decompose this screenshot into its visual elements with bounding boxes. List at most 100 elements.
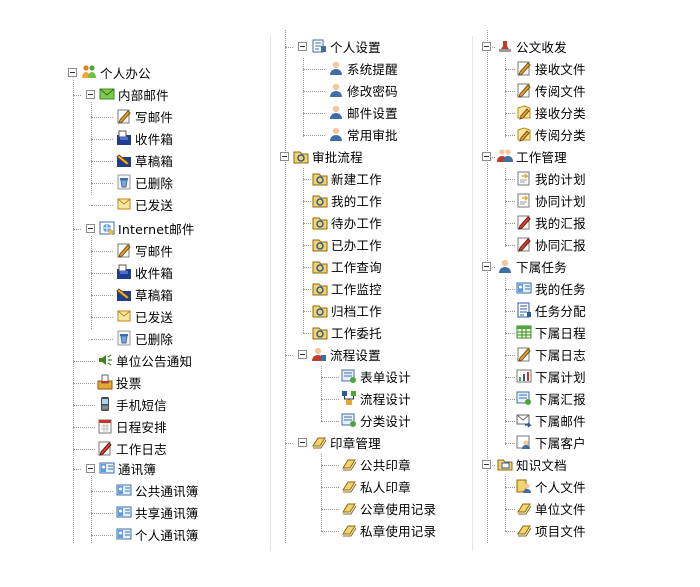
tree-node-my-work[interactable]: 我的工作 <box>312 190 382 210</box>
tree-guide <box>91 251 113 252</box>
calendar-icon <box>97 418 113 434</box>
tree-node-work-delegate[interactable]: 工作委托 <box>312 322 382 342</box>
tree-node-system-reminder[interactable]: 系统提醒 <box>328 58 398 78</box>
form-design-icon <box>341 412 357 428</box>
tree-node-private-seal[interactable]: 私人印章 <box>341 476 411 496</box>
log-pen-icon <box>516 236 532 252</box>
tree-node-seal-mgmt[interactable]: 印章管理 <box>311 432 381 452</box>
tree-node-public-seal[interactable]: 公共印章 <box>341 454 411 474</box>
node-label: 下属汇报 <box>535 391 586 407</box>
tree-node-private-seal-log[interactable]: 私章使用记录 <box>341 520 436 540</box>
tree-node-change-password[interactable]: 修改密码 <box>328 80 398 100</box>
tree-node-personal-addressbook[interactable]: 个人通讯簿 <box>116 524 199 544</box>
tree-node-category-design[interactable]: 分类设计 <box>341 410 411 430</box>
tree-node-circulate-file[interactable]: 传阅文件 <box>516 80 586 100</box>
tree-guide <box>303 201 311 202</box>
tree-guide <box>91 236 92 329</box>
tree-guide <box>91 205 113 206</box>
collapse-toggle[interactable] <box>86 224 95 233</box>
collapse-toggle[interactable] <box>482 42 491 51</box>
tree-node-personal-settings[interactable]: 个人设置 <box>311 36 381 56</box>
tree-node-work-monitor[interactable]: 工作监控 <box>312 278 382 298</box>
tree-node-internet-mail[interactable]: Internet邮件 <box>99 218 195 238</box>
tree-node-shared-addressbook[interactable]: 共享通讯簿 <box>116 502 199 522</box>
tree-node-internal-mail[interactable]: 内部邮件 <box>99 84 169 104</box>
collapse-toggle[interactable] <box>86 464 95 473</box>
tree-guide <box>321 531 339 532</box>
tree-node-sub-mail[interactable]: 下属邮件 <box>516 410 586 430</box>
tree-node-schedule[interactable]: 日程安排 <box>97 416 167 436</box>
tree-node-notice[interactable]: 单位公告通知 <box>97 350 192 370</box>
tree-node-worklog[interactable]: 工作日志 <box>97 438 167 458</box>
tree-node-common-approval[interactable]: 常用审批 <box>328 124 398 144</box>
tree-node-personal-files[interactable]: 个人文件 <box>516 476 586 496</box>
collapse-toggle[interactable] <box>482 262 491 271</box>
tree-node-public-seal-log[interactable]: 公章使用记录 <box>341 498 436 518</box>
tree-node-sub-report[interactable]: 下属汇报 <box>516 388 586 408</box>
tree-node-my-tasks[interactable]: 我的任务 <box>516 278 586 298</box>
tree-node-work-mgmt[interactable]: 工作管理 <box>497 146 567 166</box>
log-pen-icon <box>516 214 532 230</box>
collapse-toggle[interactable] <box>280 152 289 161</box>
tree-node-sub-plan[interactable]: 下属计划 <box>516 366 586 386</box>
tree-node-inbox[interactable]: 收件箱 <box>116 262 173 282</box>
tree-node-mail-settings[interactable]: 邮件设置 <box>328 102 398 122</box>
speaker-icon <box>97 352 113 368</box>
tree-node-drafts[interactable]: 草稿箱 <box>116 284 173 304</box>
tree-node-approval-flow[interactable]: 审批流程 <box>293 146 363 166</box>
tree-node-work-query[interactable]: 工作查询 <box>312 256 382 276</box>
tree-node-receive-file[interactable]: 接收文件 <box>516 58 586 78</box>
tree-node-pending-work[interactable]: 待办工作 <box>312 212 382 232</box>
tree-node-addressbook[interactable]: 通讯簿 <box>99 458 156 478</box>
tree-node-unit-files[interactable]: 单位文件 <box>516 498 586 518</box>
tree-node-archived-work[interactable]: 归档工作 <box>312 300 382 320</box>
tree-node-knowledge[interactable]: 知识文档 <box>497 454 567 474</box>
collapse-toggle[interactable] <box>298 350 307 359</box>
tree-guide <box>303 245 311 246</box>
collapse-toggle[interactable] <box>482 460 491 469</box>
tree-node-write-mail[interactable]: 写邮件 <box>116 106 173 126</box>
tree-node-form-design[interactable]: 表单设计 <box>341 366 411 386</box>
tree-node-sms[interactable]: 手机短信 <box>97 394 167 414</box>
collapse-toggle[interactable] <box>298 42 307 51</box>
tree-node-flow-settings[interactable]: 流程设置 <box>311 344 381 364</box>
tree-node-write-mail[interactable]: 写邮件 <box>116 240 173 260</box>
tree-node-new-work[interactable]: 新建工作 <box>312 168 382 188</box>
tree-node-deleted[interactable]: 已删除 <box>116 328 173 348</box>
tree-node-circulate-category[interactable]: 传阅分类 <box>516 124 586 144</box>
node-label: 个人设置 <box>330 39 381 55</box>
tree-node-collab-report[interactable]: 协同汇报 <box>516 234 586 254</box>
tree-node-inbox[interactable]: 收件箱 <box>116 128 173 148</box>
tree-node-vote[interactable]: 投票 <box>97 372 141 392</box>
collapse-toggle[interactable] <box>86 90 95 99</box>
tree-node-receive-category[interactable]: 接收分类 <box>516 102 586 122</box>
collapse-toggle[interactable] <box>68 68 77 77</box>
tree-node-sent[interactable]: 已发送 <box>116 194 173 214</box>
tree-node-my-report[interactable]: 我的汇报 <box>516 212 586 232</box>
tree-node-sub-clients[interactable]: 下属客户 <box>516 432 586 452</box>
collapse-toggle[interactable] <box>482 152 491 161</box>
tree-guide <box>321 421 339 422</box>
tree-node-sent[interactable]: 已发送 <box>116 306 173 326</box>
tree-node-flow-design[interactable]: 流程设计 <box>341 388 411 408</box>
tree-node-public-addressbook[interactable]: 公共通讯簿 <box>116 480 199 500</box>
tree-column-3: 公文收发 接收文件 传阅文件 接收分类 传阅分类 工作管理 <box>478 0 668 587</box>
collapse-toggle[interactable] <box>298 438 307 447</box>
tree-node-doc-flow[interactable]: 公文收发 <box>497 36 567 56</box>
tree-node-personal-office[interactable]: 个人办公 <box>81 62 151 82</box>
tree-node-deleted[interactable]: 已删除 <box>116 172 173 192</box>
tree-node-drafts[interactable]: 草稿箱 <box>116 150 173 170</box>
tree-node-my-plan[interactable]: 我的计划 <box>516 168 586 188</box>
tree-node-sub-log[interactable]: 下属日志 <box>516 344 586 364</box>
tree-node-project-files[interactable]: 项目文件 <box>516 520 586 540</box>
tree-node-collab-plan[interactable]: 协同计划 <box>516 190 586 210</box>
tree-node-sub-schedule[interactable]: 下属日程 <box>516 322 586 342</box>
tree-guide <box>91 513 113 514</box>
write-icon <box>516 82 532 98</box>
tree-guide <box>91 183 113 184</box>
tree-node-task-assign[interactable]: 任务分配 <box>516 300 586 320</box>
tree-node-sub-tasks[interactable]: 下属任务 <box>497 256 567 276</box>
tree-guide <box>505 421 515 422</box>
tree-node-done-work[interactable]: 已办工作 <box>312 234 382 254</box>
seal-stack-icon <box>311 434 327 450</box>
